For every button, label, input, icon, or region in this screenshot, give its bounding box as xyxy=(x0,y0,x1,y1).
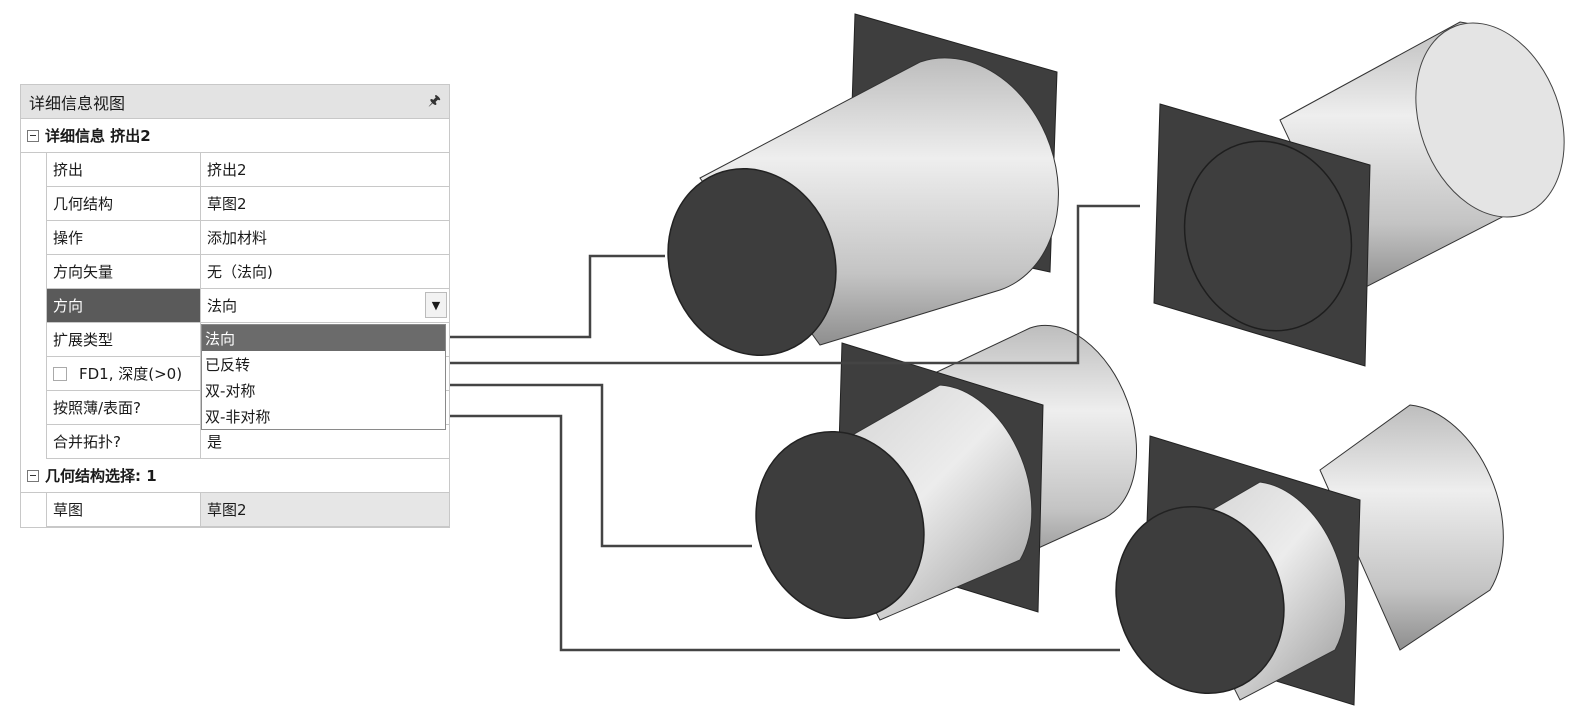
model-asymmetric xyxy=(1115,404,1504,706)
prop-value[interactable]: 是 xyxy=(207,433,223,451)
prop-row-operation[interactable]: 操作 添加材料 xyxy=(46,221,449,255)
prop-name: 按照薄/表面? xyxy=(47,391,201,424)
direction-select[interactable]: 法向 ▼ xyxy=(201,289,449,322)
prop-name: 挤出 xyxy=(47,153,201,186)
pin-icon[interactable]: 🖈 xyxy=(428,92,441,109)
model-symmetric xyxy=(755,324,1138,621)
direction-dropdown-list[interactable]: 法向 已反转 双-对称 双-非对称 xyxy=(201,324,446,430)
connector-symmetric xyxy=(320,383,752,548)
panel-title: 详细信息视图 xyxy=(29,93,126,113)
option-both-symmetric[interactable]: 双-对称 xyxy=(205,381,256,400)
prop-row-sketch[interactable]: 草图 草图2 xyxy=(46,493,449,527)
option-normal[interactable]: 法向 xyxy=(202,325,445,351)
prop-name: 几何结构 xyxy=(47,187,201,220)
prop-row-direction[interactable]: 方向 法向 ▼ xyxy=(46,289,449,323)
collapse-icon[interactable] xyxy=(27,129,39,142)
prop-row-direction-vector[interactable]: 方向矢量 无（法向) xyxy=(46,255,449,289)
prop-value[interactable]: 草图2 xyxy=(207,195,247,213)
prop-value[interactable]: 无（法向) xyxy=(207,263,273,281)
prop-name-with-checkbox: FD1, 深度(>0) xyxy=(47,357,201,390)
collapse-icon[interactable] xyxy=(27,469,39,482)
group-label: 几何结构选择: 1 xyxy=(45,467,157,485)
prop-row-merge-topology[interactable]: 合并拓扑? 是 xyxy=(46,425,449,459)
option-both-asymmetric[interactable]: 双-非对称 xyxy=(205,407,271,426)
chevron-down-icon[interactable]: ▼ xyxy=(425,292,447,318)
prop-value[interactable]: 挤出2 xyxy=(207,161,247,179)
option-reversed[interactable]: 已反转 xyxy=(205,355,251,374)
prop-name: 操作 xyxy=(47,221,201,254)
prop-row-geometry[interactable]: 几何结构 草图2 xyxy=(46,187,449,221)
prop-value[interactable]: 草图2 xyxy=(201,493,449,526)
panel-header: 详细信息视图 🖈 xyxy=(21,85,449,119)
connector-reversed xyxy=(320,204,1140,365)
prop-name: 草图 xyxy=(47,493,201,526)
group-label: 详细信息 挤出2 xyxy=(45,127,151,145)
model-reversed xyxy=(1153,21,1565,367)
group-details[interactable]: 详细信息 挤出2 xyxy=(21,119,449,153)
parameter-checkbox[interactable] xyxy=(53,366,67,381)
prop-value[interactable]: 添加材料 xyxy=(207,229,268,247)
prop-row-extrude[interactable]: 挤出 挤出2 xyxy=(46,153,449,187)
prop-name: 扩展类型 xyxy=(47,323,201,356)
prop-name: 方向 xyxy=(47,289,201,322)
prop-name: 方向矢量 xyxy=(47,255,201,288)
prop-name: 合并拓扑? xyxy=(47,425,201,458)
model-normal xyxy=(667,13,1059,357)
connector-normal xyxy=(320,254,665,339)
group-geometry-selection[interactable]: 几何结构选择: 1 xyxy=(21,459,449,493)
prop-name: FD1, 深度(>0) xyxy=(79,365,183,383)
direction-select-value: 法向 xyxy=(207,297,238,315)
details-view-panel: 详细信息视图 🖈 详细信息 挤出2 挤出 挤出2 几何结构 草图2 操作 添加材… xyxy=(20,84,450,528)
